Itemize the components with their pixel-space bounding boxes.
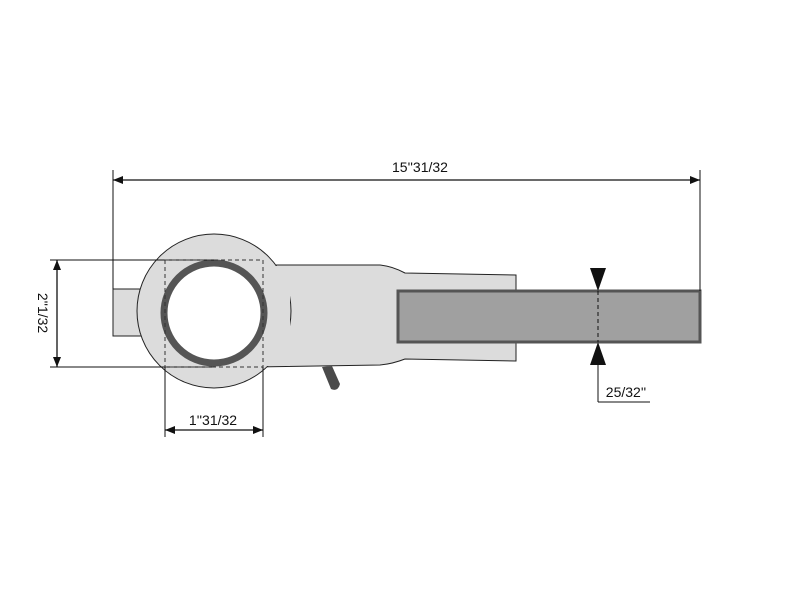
bore-reference-box <box>164 259 264 368</box>
lever <box>322 366 340 390</box>
overall-length-label: 15''31/32 <box>392 159 448 175</box>
bar-thickness-dimension <box>590 268 650 403</box>
bar-thickness-label: 25/32'' <box>606 384 646 400</box>
drawbar <box>396 289 702 344</box>
bore-diameter-dimension <box>164 367 264 437</box>
bore-ring <box>160 259 268 367</box>
eye-height-label: 2''1/32 <box>35 293 51 334</box>
overall-length-dimension <box>112 170 701 291</box>
tow-eye-body <box>112 233 702 390</box>
bore-diameter-label: 1''31/32 <box>189 412 237 428</box>
